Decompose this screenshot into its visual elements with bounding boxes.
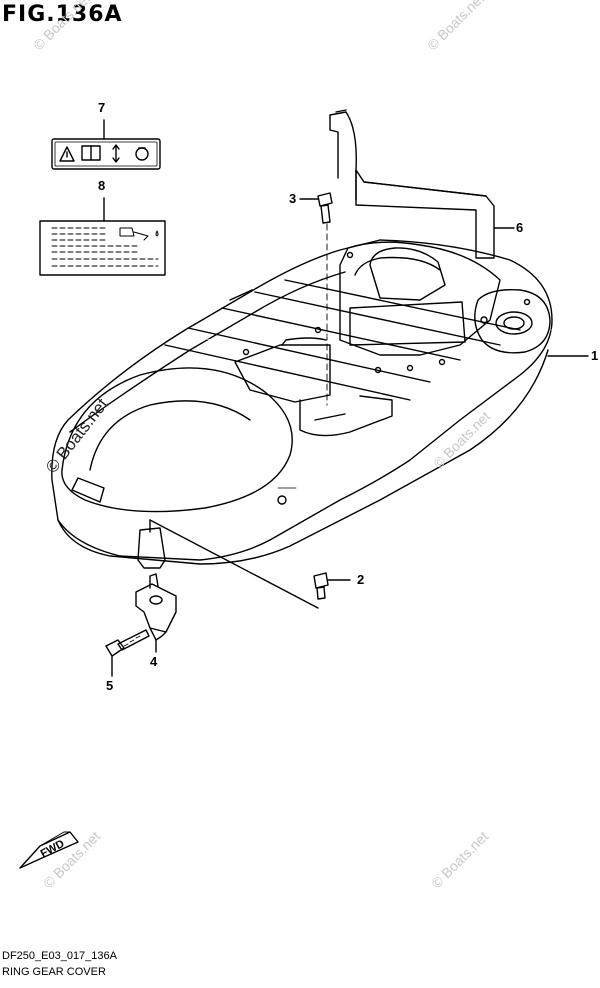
manual-book-icon (81, 145, 101, 161)
figure-title: FIG.136A (2, 2, 123, 27)
ring-gear-cover-part-1 (51, 239, 589, 569)
callout-6: 6 (516, 220, 524, 235)
bolt-part-2 (149, 519, 351, 609)
diagram-code: DF250_E03_017_136A (2, 950, 117, 962)
engine-oil-icon (135, 147, 149, 161)
diagram-caption: RING GEAR COVER (2, 966, 106, 978)
bolt-part-5 (105, 629, 150, 677)
callout-7: 7 (98, 100, 106, 115)
callout-5: 5 (106, 678, 114, 693)
up-down-arrows-icon (112, 144, 120, 163)
bracket-part-6 (329, 109, 515, 259)
callout-1: 1 (591, 348, 599, 363)
clamp-part-4 (135, 573, 177, 653)
warning-label-part-7 (51, 119, 161, 170)
callout-4: 4 (150, 654, 158, 669)
info-label-part-8 (39, 197, 166, 276)
warning-triangle-icon (59, 146, 75, 162)
fwd-arrow-icon (19, 831, 79, 869)
callout-8: 8 (98, 178, 106, 193)
callout-3: 3 (289, 191, 297, 206)
bolt-part-3 (299, 192, 333, 406)
callout-2: 2 (357, 572, 365, 587)
